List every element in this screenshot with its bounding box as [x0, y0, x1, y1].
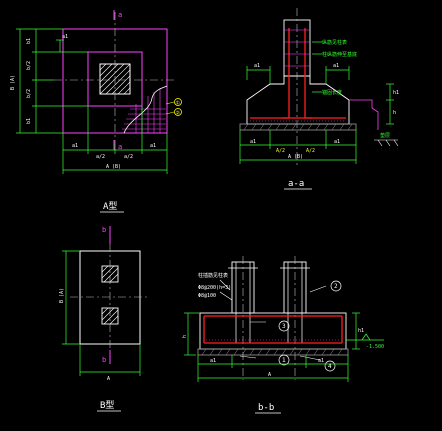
section-aa-blinding-layer	[239, 123, 357, 131]
section-aa-labels: a1 a1 纵筋见柱表 柱纵筋伸至基底 锚固长度 h1 h 垫层 a1 A/2 …	[250, 39, 399, 190]
plan-a-dim-bottom-half-right: a/2	[124, 154, 133, 160]
section-bb	[184, 256, 384, 382]
plan-a-dim-left	[16, 28, 88, 134]
section-bb-title: b-b	[258, 403, 274, 413]
plan-a-dim-total-width: A (B)	[106, 164, 121, 170]
plan-a-section-label-top: a	[118, 11, 122, 19]
section-bb-bottom-dim-a1-left: a1	[210, 358, 216, 364]
plan-a-marker-1-text: ①	[176, 101, 181, 107]
section-aa-slope-label: h1	[393, 90, 399, 96]
plan-a-dim-total-height: B (A)	[10, 75, 16, 90]
plan-a	[16, 10, 182, 174]
section-aa-dims	[239, 41, 394, 164]
section-bb-mark-1	[278, 354, 290, 366]
section-bb-dim-h1: h1	[358, 328, 364, 334]
plan-b-dim-left: B (A)	[59, 288, 65, 303]
section-bb-column-bars	[235, 262, 303, 343]
plan-b-dims	[62, 250, 141, 376]
section-aa-note-1: 纵筋见柱表	[322, 39, 347, 46]
section-bb-note-2: Φ8@200(h=3)	[198, 285, 231, 291]
plan-b-section-label-bottom: b	[102, 356, 106, 364]
plan-a-dim-top	[56, 39, 64, 52]
plan-a-dim-top-a1: a1	[62, 34, 68, 40]
section-aa-dim-a1-right: a1	[333, 63, 339, 69]
plan-b-labels: b b B (A) A B型	[59, 226, 121, 412]
plan-a-dim-bottom-a1-left: a1	[72, 143, 78, 149]
section-aa-dim-bottom-half-left: A/2	[276, 148, 285, 154]
section-aa-dim-total: A (B)	[288, 154, 303, 160]
plan-a-dim-bottom	[62, 106, 168, 174]
section-bb-mark-3	[278, 320, 290, 332]
section-bb-bottom-dim-total: A	[268, 372, 271, 378]
section-aa-dim-bottom-a1-left: a1	[250, 139, 256, 145]
section-aa	[239, 8, 399, 165]
section-aa-note-3: 锚固长度	[322, 89, 342, 96]
section-bb-level: -1.500	[366, 344, 384, 350]
section-bb-bottom-dim-a1-right: a1	[318, 358, 324, 364]
section-aa-note-2: 柱纵筋伸至基底	[322, 51, 357, 58]
plan-a-dim-bottom-half-left: a/2	[96, 154, 105, 160]
plan-a-marker-2-text: ②	[176, 111, 181, 117]
section-aa-dim-bottom-half-right: A/2	[306, 148, 315, 154]
section-bb-mark-2	[330, 280, 342, 292]
plan-b-dim-bottom: A	[107, 376, 110, 382]
section-bb-level-marker	[346, 333, 384, 341]
section-bb-mark-2-text: 2	[334, 283, 338, 290]
section-aa-base-note: 垫层	[380, 132, 390, 139]
plan-a-section-label-bottom: a	[118, 143, 122, 151]
section-bb-mark-1-text: 1	[282, 357, 286, 364]
plan-a-labels: a a b1 b/2 b/2 b1 B (A) a1 a1 a/2 a/2 a1…	[10, 11, 181, 213]
plan-b-section-label-top: b	[102, 226, 106, 234]
section-bb-mark-4-text: 4	[328, 363, 332, 370]
plan-a-marker-2	[174, 108, 182, 116]
plan-a-dim-left-b2-bottom: b/2	[26, 89, 32, 98]
plan-a-dim-left-b1-top: b1	[26, 38, 32, 44]
section-aa-dim-a1-left: a1	[254, 63, 260, 69]
plan-a-dim-left-b2-top: b/2	[26, 61, 32, 70]
plan-a-dim-bottom-a1-right: a1	[150, 143, 156, 149]
plan-a-rebar-mesh	[122, 88, 166, 133]
section-bb-dim-h: h	[182, 335, 188, 338]
section-bb-note-3: Φ8@100	[198, 293, 216, 299]
section-bb-labels: 柱插筋见柱表 Φ8@200(h=3) Φ8@100 2 3 1 4 h1 h -…	[182, 272, 384, 414]
section-bb-mark-3-text: 3	[282, 323, 286, 330]
section-bb-blinding-layer	[197, 348, 349, 356]
plan-b	[62, 226, 150, 376]
section-bb-mark-4	[324, 360, 336, 372]
plan-a-marker-1	[174, 98, 182, 106]
section-aa-depth-label: h	[393, 110, 396, 116]
plan-a-title: A型	[103, 201, 117, 212]
section-aa-title: a-a	[288, 179, 304, 189]
plan-b-title: B型	[100, 400, 114, 411]
plan-a-dim-left-b1-bottom: b1	[26, 118, 32, 124]
section-aa-ground-line	[349, 99, 379, 130]
section-bb-note-1: 柱插筋见柱表	[198, 272, 228, 279]
section-bb-dims	[184, 312, 360, 382]
plan-a-break-line	[123, 85, 168, 134]
section-aa-dim-bottom-a1-right: a1	[334, 139, 340, 145]
